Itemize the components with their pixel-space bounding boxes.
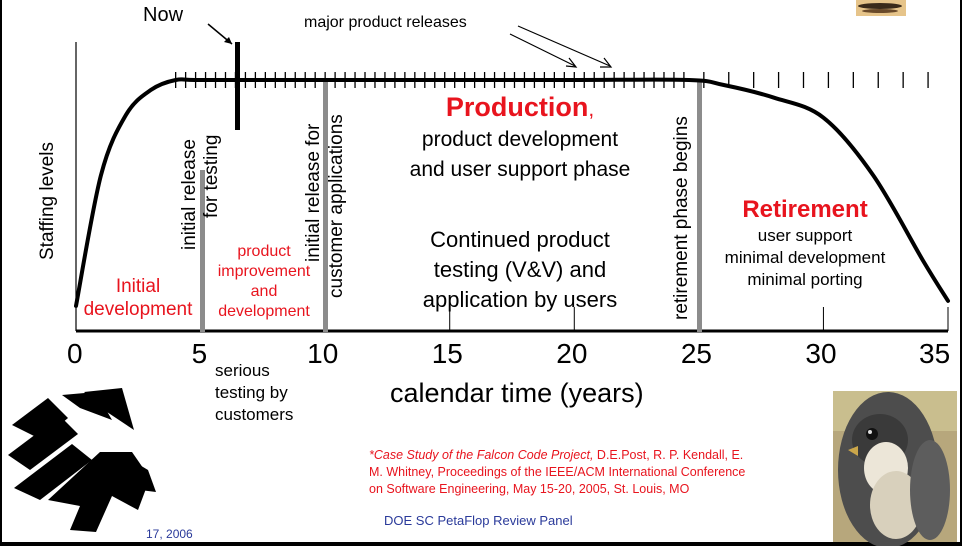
improvement-line4: development <box>218 303 310 320</box>
retirement-line4: minimal porting <box>747 270 863 289</box>
right-sparse-ticks <box>703 72 929 88</box>
slide-frame-bottom <box>0 542 962 546</box>
continued-line3: application by users <box>422 287 618 312</box>
citation-line2: M. Whitney, Proceedings of the IEEE/ACM … <box>369 465 746 479</box>
top-right-thumbnail <box>856 0 906 16</box>
citation-title: *Case Study of the Falcon Code Project, <box>369 448 594 462</box>
release-arrow-2 <box>517 25 611 67</box>
improvement-line1: product <box>237 243 291 260</box>
x-tick-label: 5 <box>191 338 208 369</box>
retirement-title: Retirement <box>742 196 868 223</box>
x-axis-label: calendar time (years) <box>390 378 644 408</box>
citation-line3: on Software Engineering, May 15-20, 2005… <box>369 482 690 496</box>
staffing-curve <box>74 77 950 308</box>
continued-phase: Continued product testing (V&V) and appl… <box>360 225 680 315</box>
continued-line1: Continued product <box>430 227 610 252</box>
slide-frame-left <box>0 0 2 546</box>
release-arrowhead-1 <box>565 57 578 68</box>
now-marker-bar <box>235 42 240 130</box>
release-testing-line2: for testing <box>201 134 222 218</box>
divider-25-years <box>697 80 702 332</box>
retirement-line3: minimal development <box>724 248 886 267</box>
x-tick-label: 30 <box>805 338 837 369</box>
citation: *Case Study of the Falcon Code Project, … <box>369 447 745 498</box>
now-arrowhead <box>224 37 232 44</box>
release-arrow-1 <box>509 33 576 67</box>
x-tick-label: 0 <box>67 338 83 369</box>
x-tick-label: 25 <box>680 338 712 369</box>
initial-phase: Initial development <box>78 275 198 321</box>
serious-testing-line2: testing by <box>215 383 288 402</box>
production-title: Production <box>445 92 589 122</box>
x-tick-label: 20 <box>556 338 588 369</box>
x-tick-label: 10 <box>307 338 339 369</box>
improvement-phase: product improvement and development <box>205 242 323 322</box>
falcon-photo <box>833 391 957 546</box>
serious-testing-line1: serious <box>215 361 270 380</box>
initial-line2: development <box>83 299 193 320</box>
production-comma: , <box>588 98 595 121</box>
release-testing-line1: initial release <box>179 139 200 250</box>
footer-center: DOE SC PetaFlop Review Panel <box>384 513 573 528</box>
release-arrowhead-2 <box>600 57 613 68</box>
retirement-phase: Retirement user support minimal developm… <box>700 195 910 291</box>
divider-10-years <box>323 80 328 332</box>
x-tick-label: 15 <box>431 338 463 369</box>
production-line2: product development <box>421 128 619 151</box>
production-line3: and user support phase <box>409 158 631 181</box>
improvement-line2: improvement <box>217 263 311 280</box>
footer-date: 17, 2006 <box>146 527 193 541</box>
continued-line2: testing (V&V) and <box>433 257 607 282</box>
x-tick-label: 35 <box>919 338 951 369</box>
eagle-logo <box>8 388 156 532</box>
improvement-line3: and <box>250 283 278 300</box>
retirement-line2: user support <box>757 226 853 245</box>
release-customer-line2: customer applications <box>326 114 347 298</box>
serious-testing-label: serious testing by customers <box>215 360 293 426</box>
initial-line1: Initial <box>115 276 161 297</box>
production-phase: Production, product development and user… <box>350 92 690 185</box>
now-label: Now <box>143 4 184 26</box>
divider-5-years <box>200 170 205 332</box>
serious-testing-line3: customers <box>215 405 294 424</box>
citation-line1: D.E.Post, R. P. Kendall, E. <box>593 448 744 462</box>
y-axis-label: Staffing levels <box>37 142 58 260</box>
releases-label: major product releases <box>304 14 467 31</box>
